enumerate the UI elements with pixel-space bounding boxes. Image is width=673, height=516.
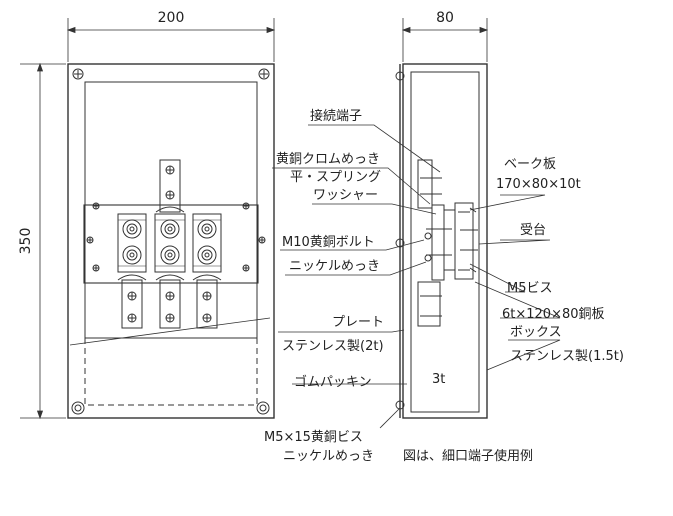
m5x15-screw-label: M5×15黄銅ビス	[264, 430, 363, 445]
dimension-lines	[20, 18, 489, 420]
side-view	[395, 63, 488, 419]
stand-label: 受台	[520, 223, 546, 238]
brass-chrome-label: 黄銅クロムめっき	[276, 152, 380, 167]
box-label: ボックス	[510, 325, 562, 340]
washer-label: ワッシャー	[313, 188, 378, 203]
terminal-block-left	[117, 213, 147, 273]
bolt-plating-label: ニッケルめっき	[289, 259, 380, 274]
flat-spring-label: 平・スプリング	[290, 170, 381, 185]
height-dimension: 350	[18, 228, 34, 255]
box-material-label: ステンレス製(1.5t)	[510, 349, 624, 364]
rubber-gasket-label: ゴムパッキン	[294, 374, 372, 390]
copper-plate-label: 6t×120×80銅板	[502, 307, 605, 322]
bottom-terminals	[117, 274, 222, 329]
thickness-label: 3t	[432, 372, 445, 387]
plate-material-label: ステンレス製(2t)	[282, 339, 384, 354]
terminal-block-right	[192, 213, 222, 273]
side-screw-icon	[395, 71, 405, 410]
plate-label: プレート	[332, 315, 384, 330]
figure-note: 図は、細口端子使用例	[403, 448, 533, 464]
corner-screw-icon	[71, 68, 270, 415]
bolt-label: M10黄銅ボルト	[282, 235, 375, 250]
width-dimension: 200	[158, 10, 185, 26]
m5-screw-label: M5ビス	[507, 281, 553, 296]
top-terminal	[155, 159, 185, 213]
bakelite-size-label: 170×80×10t	[496, 177, 581, 192]
bakelite-label: ベーク板	[504, 157, 556, 172]
terminal-block-center	[154, 213, 186, 273]
front-view	[67, 63, 275, 419]
screw-plating-label: ニッケルめっき	[283, 449, 374, 464]
terminal-label: 接続端子	[310, 108, 362, 124]
mounting-screw-icon	[86, 202, 266, 272]
leader-lines	[272, 124, 561, 429]
depth-dimension: 80	[436, 10, 454, 26]
